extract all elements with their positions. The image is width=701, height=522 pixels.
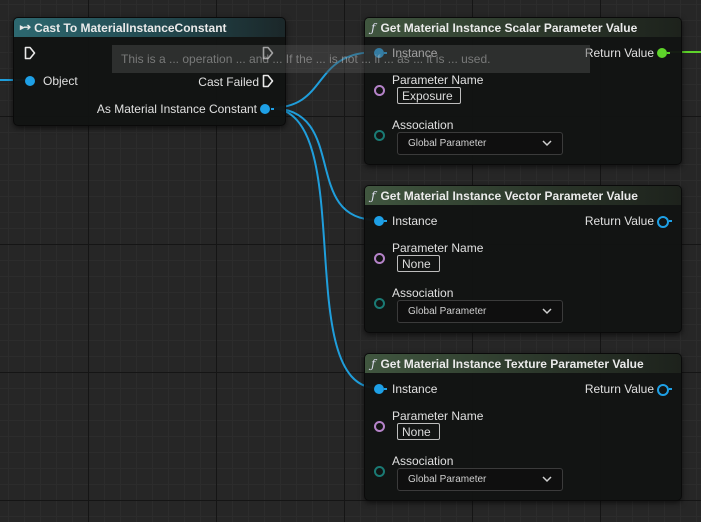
texture-node-header[interactable]: ƒ Get Material Instance Texture Paramete… xyxy=(365,354,681,373)
vector-node-title: Get Material Instance Vector Parameter V… xyxy=(380,188,638,203)
node-tooltip: This is a ... operation ... and ... If t… xyxy=(112,45,590,73)
function-f-icon: ƒ xyxy=(371,356,376,371)
vector-node-header[interactable]: ƒ Get Material Instance Vector Parameter… xyxy=(365,186,681,205)
texture-association-dropdown[interactable]: Global Parameter xyxy=(397,468,563,491)
output-pin-arrow xyxy=(271,108,274,110)
object-pin-label: Object xyxy=(43,74,78,88)
get-scalar-parameter-node[interactable]: ƒ Get Material Instance Scalar Parameter… xyxy=(364,17,682,165)
cast-node-title: Cast To MaterialInstanceConstant xyxy=(34,20,227,35)
scalar-instance-pin-arrow xyxy=(384,52,387,54)
vector-parameter-name-input[interactable]: None xyxy=(397,255,440,272)
function-f-icon: ƒ xyxy=(371,188,376,203)
vector-association-pin[interactable] xyxy=(374,298,385,309)
cast-failed-label: Cast Failed xyxy=(198,75,259,89)
texture-association-value: Global Parameter xyxy=(408,474,487,485)
chevron-down-icon xyxy=(542,476,552,483)
cast-node[interactable]: ▸➔ Cast To MaterialInstanceConstant Obje… xyxy=(13,17,286,126)
function-f-icon: ƒ xyxy=(371,20,376,35)
wire-to-texture-instance xyxy=(269,107,378,389)
scalar-instance-label: Instance xyxy=(392,46,438,60)
vector-return-pin[interactable] xyxy=(657,216,669,228)
vector-association-label: Association xyxy=(392,286,454,300)
scalar-parameter-name-input[interactable]: Exposure xyxy=(397,87,461,104)
scalar-node-title: Get Material Instance Scalar Parameter V… xyxy=(380,20,638,35)
vector-parameter-name-label: Parameter Name xyxy=(392,241,484,255)
texture-return-pin-arrow xyxy=(669,388,672,390)
cast-arrow-icon: ▸➔ xyxy=(20,22,31,32)
scalar-association-dropdown[interactable]: Global Parameter xyxy=(397,132,563,155)
cast-node-header[interactable]: ▸➔ Cast To MaterialInstanceConstant xyxy=(14,18,285,37)
texture-return-pin[interactable] xyxy=(657,384,669,396)
texture-node-title: Get Material Instance Texture Parameter … xyxy=(380,356,644,371)
texture-instance-label: Instance xyxy=(392,382,438,396)
scalar-parameter-name-label: Parameter Name xyxy=(392,73,484,87)
scalar-return-pin-arrow xyxy=(667,52,670,54)
texture-parameter-name-input[interactable]: None xyxy=(397,423,440,440)
scalar-return-label: Return Value xyxy=(584,46,654,60)
wire-to-vector-instance xyxy=(269,107,378,221)
get-vector-parameter-node[interactable]: ƒ Get Material Instance Vector Parameter… xyxy=(364,185,682,333)
texture-parameter-name-pin[interactable] xyxy=(374,421,385,432)
vector-instance-pin[interactable] xyxy=(374,216,384,226)
scalar-return-pin[interactable] xyxy=(657,48,667,58)
texture-association-label: Association xyxy=(392,454,454,468)
texture-association-pin[interactable] xyxy=(374,466,385,477)
as-material-instance-constant-label: As Material Instance Constant xyxy=(96,102,257,116)
scalar-parameter-name-pin[interactable] xyxy=(374,85,385,96)
object-input-pin[interactable] xyxy=(25,76,35,86)
chevron-down-icon xyxy=(542,140,552,147)
vector-parameter-name-pin[interactable] xyxy=(374,253,385,264)
texture-return-label: Return Value xyxy=(584,382,654,396)
scalar-instance-pin[interactable] xyxy=(374,48,384,58)
vector-instance-label: Instance xyxy=(392,214,438,228)
cast-failed-exec-pin[interactable] xyxy=(262,74,274,88)
scalar-association-value: Global Parameter xyxy=(408,138,487,149)
texture-parameter-name-label: Parameter Name xyxy=(392,409,484,423)
vector-association-dropdown[interactable]: Global Parameter xyxy=(397,300,563,323)
vector-instance-pin-arrow xyxy=(384,220,387,222)
texture-instance-pin-arrow xyxy=(384,388,387,390)
as-material-instance-constant-pin[interactable] xyxy=(260,104,270,114)
chevron-down-icon xyxy=(542,308,552,315)
exec-in-pin[interactable] xyxy=(24,46,36,60)
scalar-association-pin[interactable] xyxy=(374,130,385,141)
scalar-association-label: Association xyxy=(392,118,454,132)
texture-instance-pin[interactable] xyxy=(374,384,384,394)
vector-return-pin-arrow xyxy=(669,220,672,222)
vector-association-value: Global Parameter xyxy=(408,306,487,317)
scalar-node-header[interactable]: ƒ Get Material Instance Scalar Parameter… xyxy=(365,18,681,37)
get-texture-parameter-node[interactable]: ƒ Get Material Instance Texture Paramete… xyxy=(364,353,682,501)
vector-return-label: Return Value xyxy=(584,214,654,228)
